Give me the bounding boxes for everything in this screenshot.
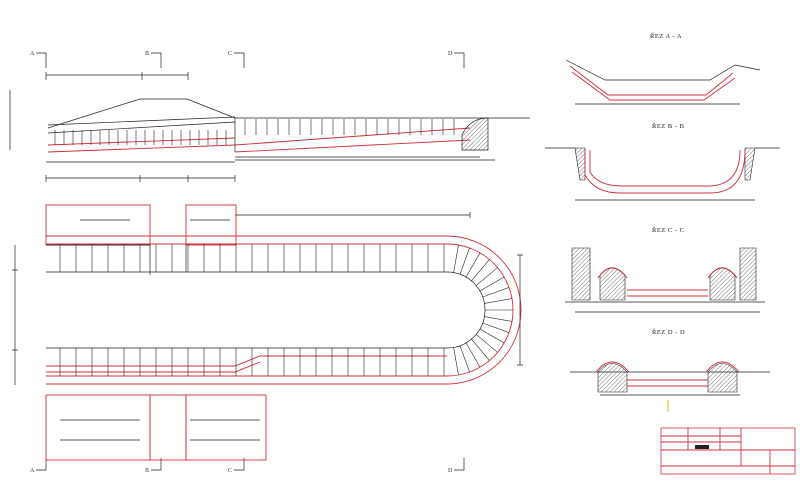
svg-text:C: C bbox=[228, 51, 232, 57]
section-b-title: ŘEZ B - B bbox=[652, 122, 685, 130]
tick-line bbox=[453, 347, 459, 376]
tick-line bbox=[453, 244, 459, 273]
tick-line bbox=[479, 276, 505, 292]
section-c-c: ŘEZ C - C bbox=[565, 226, 765, 313]
section-mark-d: D bbox=[448, 51, 465, 68]
svg-text:B: B bbox=[145, 51, 149, 57]
section-mark-b-bottom: B bbox=[145, 458, 162, 474]
tick-line bbox=[459, 247, 470, 275]
tick-line bbox=[471, 338, 490, 361]
tick-line bbox=[482, 322, 510, 333]
section-c-title: ŘEZ C - C bbox=[652, 226, 685, 234]
tick-line bbox=[482, 287, 510, 298]
section-mark-a-bottom: A bbox=[30, 458, 47, 474]
section-d-d: ŘEZ D - D bbox=[570, 328, 770, 412]
section-mark-b: B bbox=[145, 51, 162, 68]
tick-line bbox=[465, 252, 481, 278]
plan-view bbox=[12, 175, 523, 461]
section-mark-d-bottom: D bbox=[448, 458, 465, 474]
tick-line bbox=[465, 342, 481, 368]
tick-line bbox=[475, 267, 498, 286]
svg-text:A: A bbox=[30, 468, 35, 474]
svg-text:D: D bbox=[448, 468, 453, 474]
tick-line bbox=[471, 259, 490, 282]
section-a-a: ŘEZ A - A bbox=[565, 32, 761, 105]
title-block bbox=[660, 427, 796, 475]
section-mark-a: A bbox=[30, 51, 47, 68]
end-wall-hatch bbox=[461, 117, 489, 151]
tick-line bbox=[484, 298, 513, 304]
longitudinal-profile bbox=[9, 72, 530, 163]
section-mark-c-bottom: C bbox=[228, 458, 245, 474]
svg-text:B: B bbox=[145, 468, 149, 474]
section-b-b: ŘEZ B - B bbox=[545, 122, 780, 201]
svg-text:A: A bbox=[30, 51, 35, 57]
tick-line bbox=[484, 316, 513, 322]
svg-text:D: D bbox=[448, 51, 453, 57]
section-d-title: ŘEZ D - D bbox=[652, 328, 685, 336]
tick-line bbox=[475, 334, 498, 353]
svg-text:C: C bbox=[228, 468, 232, 474]
tick-line bbox=[459, 345, 470, 373]
section-a-title: ŘEZ A - A bbox=[650, 32, 682, 40]
tick-line bbox=[479, 328, 505, 344]
section-mark-c: C bbox=[228, 51, 245, 68]
section-marks: A B C D A B C D bbox=[30, 51, 465, 474]
